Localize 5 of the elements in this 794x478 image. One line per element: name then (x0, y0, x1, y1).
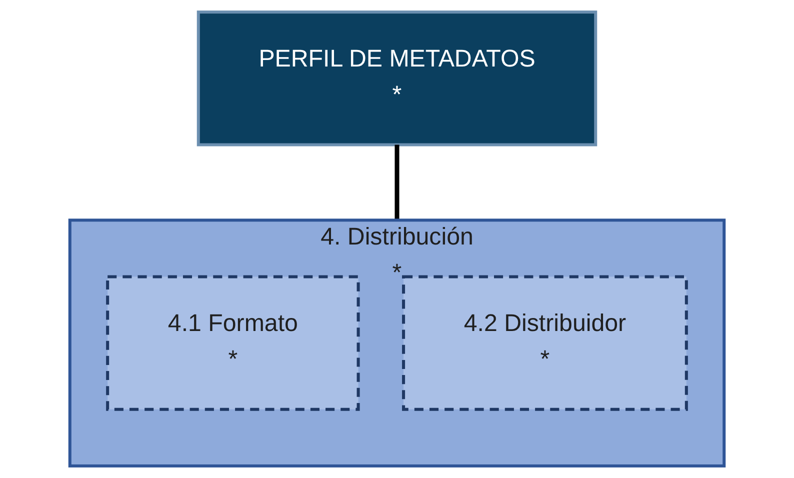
cluster (68, 218, 726, 468)
node-box (402, 275, 688, 411)
connector (394, 144, 400, 220)
node-box (106, 275, 360, 411)
node-box (196, 10, 598, 146)
